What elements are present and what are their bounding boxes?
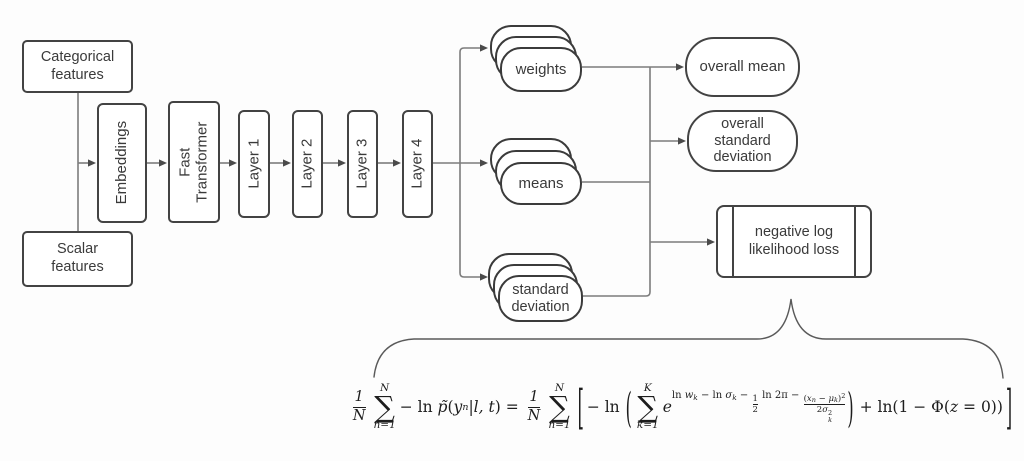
equals-sign: = — [500, 398, 524, 416]
node-layer-1: Layer 1 — [238, 110, 270, 218]
formula-token: z — [949, 398, 959, 416]
node-scalar-features: Scalar features — [22, 231, 133, 287]
node-label-line2: Transformer — [194, 121, 211, 203]
node-label: Embeddings — [113, 121, 131, 205]
node-categorical-features: Categorical features — [22, 40, 133, 93]
node-overall-standard-deviation: overall standard deviation — [687, 110, 798, 172]
arrowhead — [480, 273, 488, 281]
arrowhead — [393, 159, 401, 167]
formula-token: | — [468, 398, 474, 416]
arrowhead — [88, 159, 96, 167]
curly-brace — [373, 298, 1004, 379]
summation: K∑k=1 — [636, 382, 659, 432]
arrowhead — [480, 159, 488, 167]
node-overall-mean: overall mean — [685, 37, 800, 97]
node-label-line2: likelihood loss — [748, 241, 840, 258]
node-label: means — [518, 174, 564, 192]
node-layer-3: Layer 3 — [347, 110, 378, 218]
connector-branch-to-weights — [459, 47, 480, 163]
node-label-line1: negative log — [754, 223, 834, 240]
connector-branch-to-std — [459, 163, 480, 278]
node-embeddings: Embeddings — [97, 103, 147, 223]
node-label-line1: Fast — [176, 147, 194, 177]
formula-token: p̃ — [437, 398, 448, 416]
node-label-line2: standard — [714, 132, 771, 149]
node-fast-transformer: Fast Transformer — [168, 101, 220, 223]
big-right-bracket: ] — [1005, 379, 1013, 435]
arrowhead — [480, 44, 488, 52]
big-left-bracket: [ — [577, 379, 584, 435]
node-layer-2: Layer 2 — [292, 110, 323, 218]
sigma-symbol: ∑ — [637, 389, 659, 424]
node-label: Scalar features — [51, 241, 104, 275]
formula-token: ) — [494, 398, 501, 416]
node-label-line1: overall — [721, 115, 764, 132]
formula-token: ( — [447, 398, 454, 416]
arrowhead — [676, 63, 684, 71]
arrowhead — [678, 137, 686, 145]
node-label-line2: deviation — [511, 298, 570, 315]
nll-inner-line-right — [854, 207, 856, 276]
nll-inner-line-left — [732, 207, 734, 276]
formula-token: + ln(1 − Φ( — [854, 398, 950, 416]
arrowhead — [707, 238, 715, 246]
arrowhead — [229, 159, 237, 167]
summation: N∑n=1 — [373, 382, 396, 432]
euler-e: e — [662, 398, 672, 416]
node-label: Categorical features — [40, 48, 115, 83]
node-label: Layer 4 — [408, 138, 426, 190]
node-label: Layer 2 — [298, 138, 316, 190]
formula-token: y — [453, 398, 463, 416]
sigma-symbol: ∑ — [374, 389, 395, 424]
node-means: means — [500, 162, 582, 205]
formula-token: − ln — [586, 398, 625, 416]
arrowhead — [283, 159, 291, 167]
node-weights: weights — [500, 47, 582, 92]
formula-token: l, t — [473, 398, 495, 416]
formula-token: n — [462, 401, 469, 413]
formula-token: − ln — [399, 398, 438, 416]
sigma-symbol: ∑ — [549, 389, 570, 424]
node-standard-deviation: standard deviation — [498, 275, 583, 322]
arrowhead — [159, 159, 167, 167]
arrowhead — [338, 159, 346, 167]
node-negative-log-likelihood-loss: negative log likelihood loss — [716, 205, 872, 278]
connector-collector-vertical — [583, 67, 651, 297]
formula-token: = 0)) — [958, 398, 1003, 416]
node-label: overall mean — [699, 57, 786, 75]
node-label: Layer 3 — [353, 138, 371, 190]
node-label: weights — [515, 60, 567, 78]
big-left-paren: ( — [625, 382, 632, 432]
node-label-line1: standard — [512, 281, 569, 298]
node-layer-4: Layer 4 — [402, 110, 433, 218]
node-label: Layer 1 — [245, 138, 263, 190]
big-right-paren: ) — [847, 382, 854, 432]
summation: N∑n=1 — [548, 382, 571, 432]
node-label-line3: deviation — [713, 149, 772, 166]
